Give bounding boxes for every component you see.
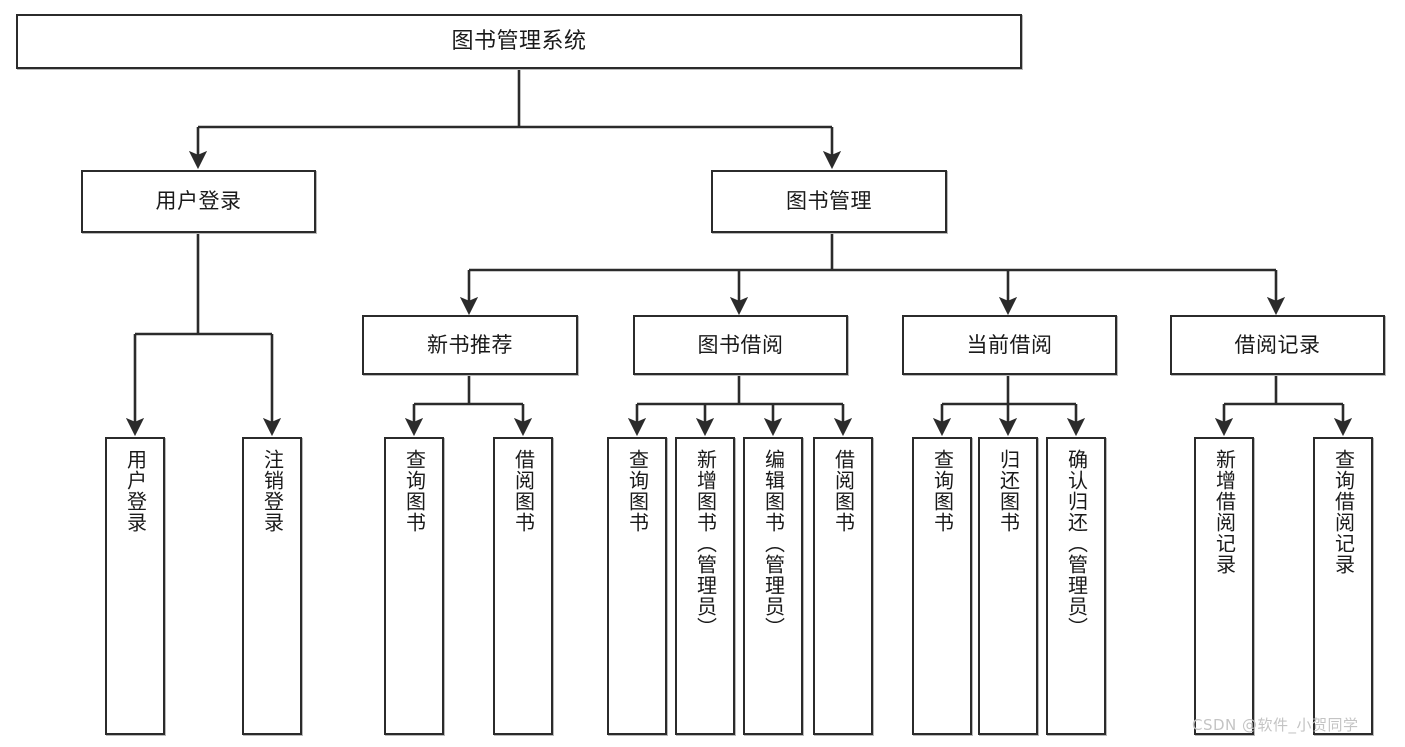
node-user-login[interactable]: 用户登录 [81,170,316,233]
node-label: 归还图书 [996,449,1021,533]
leaf-borrow-book-recommend[interactable]: 借阅图书 [493,437,553,735]
node-label: 确认归还（管理员） [1064,449,1089,638]
node-label: 借阅图书 [511,449,536,533]
node-book-manage[interactable]: 图书管理 [711,170,947,233]
leaf-borrow-book[interactable]: 借阅图书 [813,437,873,735]
node-label: 用户登录 [155,189,242,214]
node-label: 借阅图书 [831,449,856,533]
leaf-query-book-borrow[interactable]: 查询图书 [607,437,667,735]
node-label: 图书管理系统 [451,28,587,54]
node-label: 新增借阅记录 [1212,449,1237,575]
leaf-return-book[interactable]: 归还图书 [978,437,1038,735]
node-label: 图书管理 [786,189,872,214]
node-label: 查询借阅记录 [1331,449,1356,575]
leaf-query-borrow-record[interactable]: 查询借阅记录 [1313,437,1373,735]
leaf-confirm-return[interactable]: 确认归还（管理员） [1046,437,1106,735]
node-label: 查询图书 [402,449,427,533]
node-label: 注销登录 [260,449,285,533]
node-root-system[interactable]: 图书管理系统 [16,14,1022,69]
node-new-book-recommend[interactable]: 新书推荐 [362,315,578,375]
leaf-add-borrow-record[interactable]: 新增借阅记录 [1194,437,1254,735]
node-label: 当前借阅 [966,332,1053,357]
node-book-borrow[interactable]: 图书借阅 [633,315,848,375]
node-label: 图书借阅 [697,332,784,357]
node-label: 用户登录 [123,449,148,533]
node-label: 新书推荐 [427,332,513,357]
node-borrow-record[interactable]: 借阅记录 [1170,315,1385,375]
leaf-user-login[interactable]: 用户登录 [105,437,165,735]
node-label: 查询图书 [625,449,650,533]
leaf-edit-book[interactable]: 编辑图书（管理员） [743,437,803,735]
node-current-borrow[interactable]: 当前借阅 [902,315,1117,375]
csdn-watermark: CSDN @软件_小贺同学 [1192,716,1359,734]
node-label: 编辑图书（管理员） [761,449,786,638]
leaf-query-book-recommend[interactable]: 查询图书 [384,437,444,735]
leaf-logout-login[interactable]: 注销登录 [242,437,302,735]
node-label: 查询图书 [930,449,955,533]
node-label: 新增图书（管理员） [693,449,718,638]
node-label: 借阅记录 [1234,332,1321,357]
leaf-add-book[interactable]: 新增图书（管理员） [675,437,735,735]
leaf-query-book-current[interactable]: 查询图书 [912,437,972,735]
